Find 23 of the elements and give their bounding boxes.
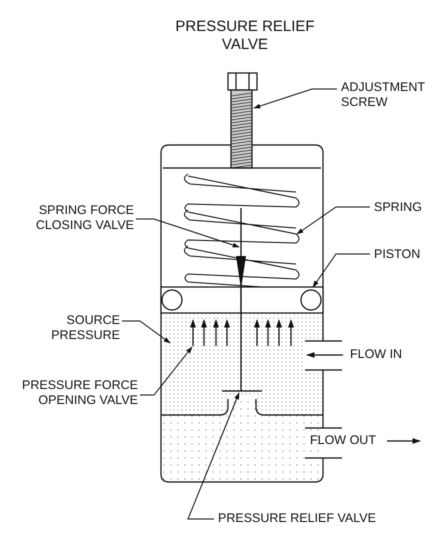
callout-label: SOURCE PRESSURE: [30, 313, 120, 343]
inlet-chamber: [162, 314, 343, 414]
leader-line: [140, 346, 192, 396]
adjustment-screw: [227, 72, 258, 169]
valve-disc-with-stem: [221, 207, 263, 392]
callout-label: PRESSURE FORCE OPENING VALVE: [8, 378, 138, 408]
flow-label: FLOW IN: [350, 347, 404, 362]
callout-label: PISTON: [374, 247, 434, 262]
callout-label: ADJUSTMENT SCREW: [341, 80, 436, 110]
leader-line: [253, 88, 338, 108]
leader-line: [122, 320, 171, 344]
coil-spring: [163, 167, 321, 288]
leader-line: [312, 254, 370, 288]
callout-label: PRESSURE RELIEF VALVE: [218, 511, 408, 526]
leader-line: [187, 392, 240, 520]
callout-label: SPRING FORCE CLOSING VALVE: [22, 203, 134, 233]
pressure-arrows: [190, 319, 294, 346]
callout-label: SPRING: [374, 200, 434, 215]
leader-line: [136, 218, 240, 248]
diagram-title: PRESSURE RELIEF VALVE: [174, 18, 316, 54]
flow-label: FLOW OUT: [310, 433, 377, 448]
leader-line: [296, 206, 370, 234]
piston: [160, 286, 324, 314]
